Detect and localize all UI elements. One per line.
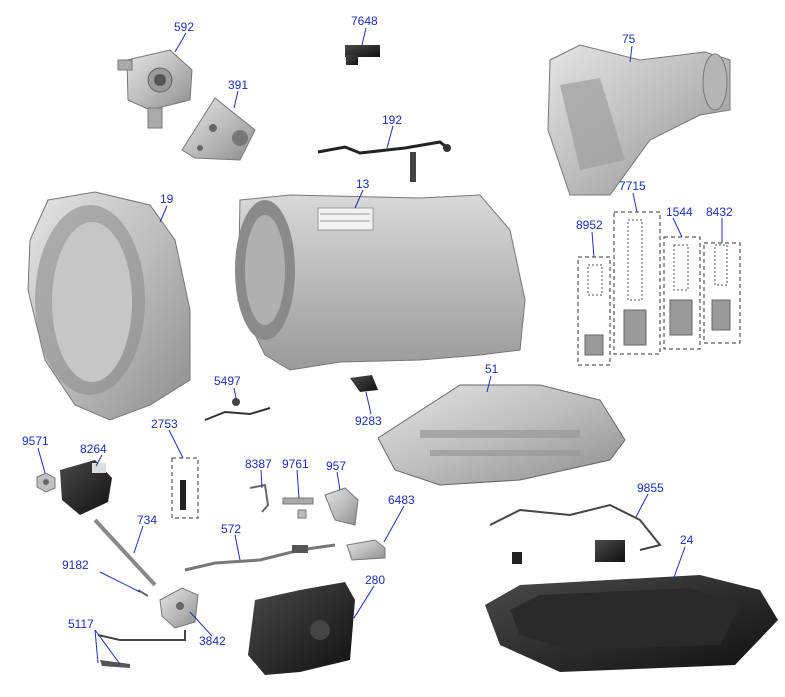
callout-8432: 8432 xyxy=(706,205,733,219)
callout-8952: 8952 xyxy=(576,218,603,232)
part-pin xyxy=(282,497,314,519)
callout-7648: 7648 xyxy=(351,14,378,28)
callout-572: 572 xyxy=(221,522,241,536)
part-spring-clip xyxy=(249,483,270,513)
callout-8387: 8387 xyxy=(245,457,272,471)
part-adapter-plate xyxy=(181,97,256,161)
part-spring-strap xyxy=(97,630,186,668)
callout-9571: 9571 xyxy=(22,434,49,448)
callout-2753: 2753 xyxy=(151,417,178,431)
part-park-rod xyxy=(184,543,336,572)
part-extension-housing xyxy=(547,44,731,196)
callout-75: 75 xyxy=(622,32,636,46)
callout-13: 13 xyxy=(356,177,370,191)
callout-9182: 9182 xyxy=(62,558,89,572)
callout-1544: 1544 xyxy=(666,205,693,219)
callout-51: 51 xyxy=(485,362,499,376)
callout-3842: 3842 xyxy=(199,634,226,648)
callout-391: 391 xyxy=(228,78,248,92)
part-wiring-harness xyxy=(489,503,662,564)
callout-9761: 9761 xyxy=(282,457,309,471)
callout-24: 24 xyxy=(680,533,694,547)
part-position-sensor xyxy=(350,375,378,392)
group-box-2753 xyxy=(171,457,199,519)
part-oil-pan xyxy=(485,575,778,672)
part-speed-sensor xyxy=(345,45,380,65)
callout-734: 734 xyxy=(137,513,157,527)
callout-957: 957 xyxy=(326,459,346,473)
callout-labels: 592 7648 75 391 192 19 13 7715 8952 1544… xyxy=(22,14,733,648)
part-small-pin xyxy=(137,589,149,597)
part-transmission-case xyxy=(235,194,526,371)
callout-8264: 8264 xyxy=(80,442,107,456)
part-range-switch xyxy=(60,460,112,515)
leader-lines xyxy=(37,27,723,665)
part-manual-shaft xyxy=(93,518,157,587)
callout-592: 592 xyxy=(174,20,194,34)
part-nut xyxy=(36,472,56,493)
callout-5117: 5117 xyxy=(68,617,94,631)
callout-19: 19 xyxy=(160,192,174,206)
part-pin-box-contents xyxy=(180,480,186,510)
part-detent-lever xyxy=(324,487,359,526)
callout-6483: 6483 xyxy=(388,493,415,507)
callout-9283: 9283 xyxy=(355,414,382,428)
callout-7715: 7715 xyxy=(619,179,646,193)
part-oil-filter xyxy=(248,582,355,675)
callout-280: 280 xyxy=(365,573,385,587)
part-parking-lever xyxy=(159,587,199,629)
part-bracket xyxy=(346,539,386,561)
part-wire-clip xyxy=(204,398,271,421)
callout-5497: 5497 xyxy=(214,374,241,388)
part-valve-springs xyxy=(584,219,731,356)
callout-192: 192 xyxy=(382,113,402,127)
callout-9855: 9855 xyxy=(637,481,664,495)
part-bell-housing xyxy=(27,191,191,421)
part-valve-body xyxy=(377,384,626,486)
part-wiring-bracket xyxy=(317,140,451,182)
part-oil-cooler xyxy=(117,49,193,129)
